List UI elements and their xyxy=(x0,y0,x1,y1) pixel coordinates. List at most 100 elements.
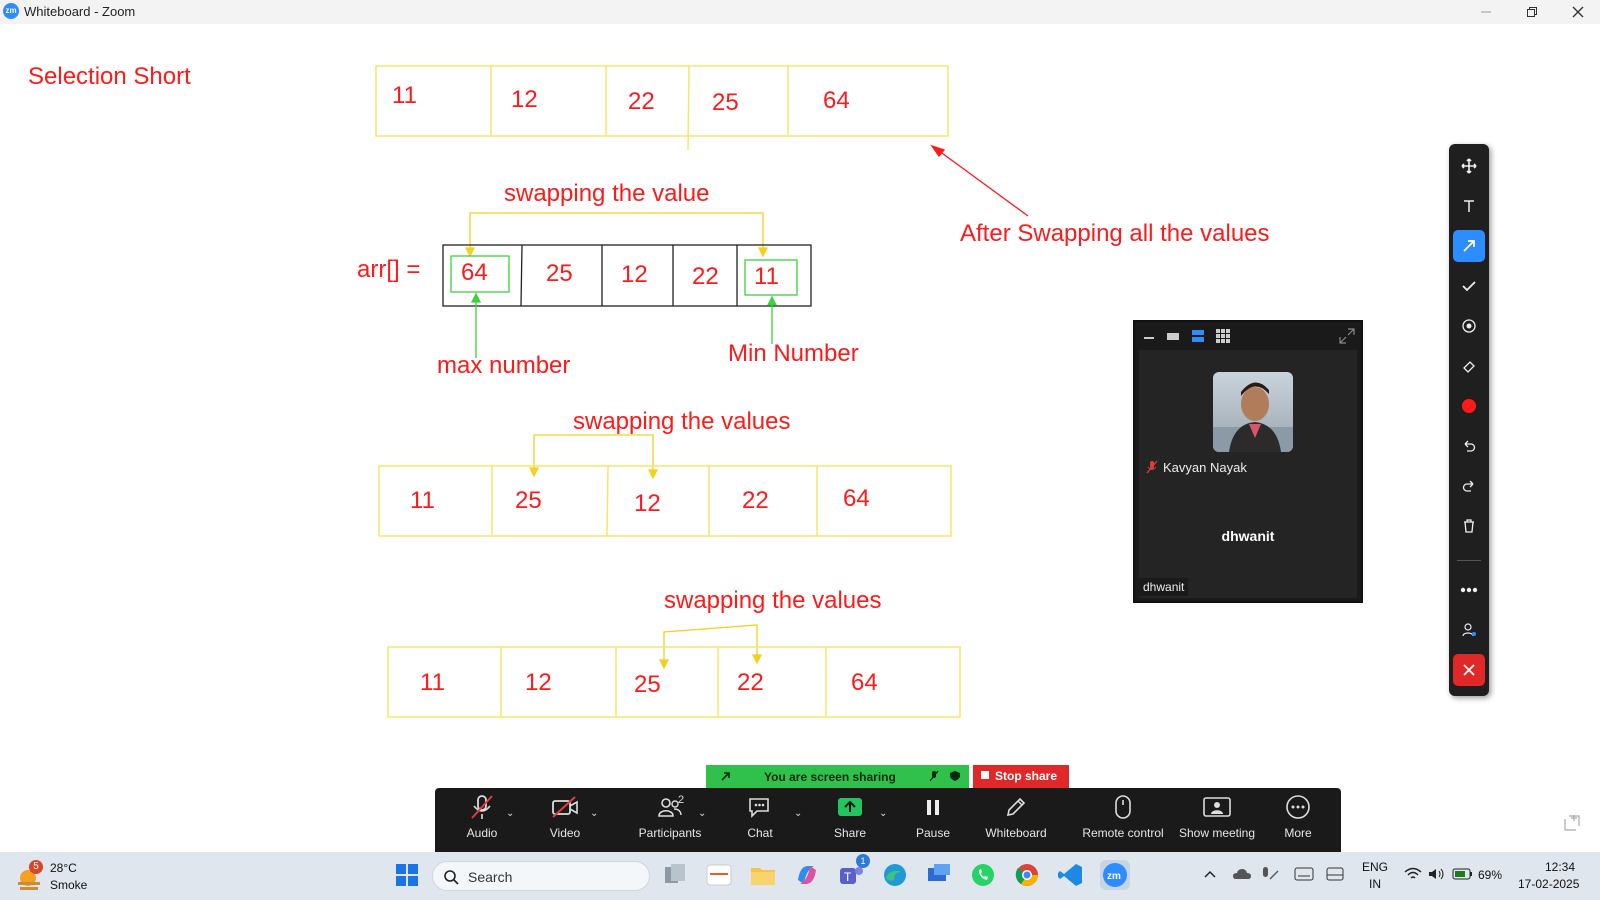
mic-muted-icon[interactable] xyxy=(928,770,940,782)
search-icon xyxy=(444,870,459,885)
arr-cell: 64 xyxy=(461,259,488,286)
arr-cell: 25 xyxy=(546,260,573,287)
arr-boxes xyxy=(442,244,812,307)
arr-cell: 12 xyxy=(621,261,648,288)
clock-date[interactable]: 17-02-2025 xyxy=(1518,877,1580,891)
participants-count: 2 xyxy=(678,794,685,806)
annotator-name-icon[interactable] xyxy=(1453,614,1485,646)
share-label: Share xyxy=(833,826,867,840)
battery-charging-icon[interactable] xyxy=(1452,867,1474,881)
minimize-video-icon[interactable] xyxy=(1143,331,1155,341)
whatsapp-icon[interactable] xyxy=(968,860,998,890)
taskbar: 5 28°C Smoke Search T 1 zm ENG IN 69% 12… xyxy=(0,852,1600,900)
remote-control-button[interactable]: Remote control xyxy=(1068,788,1178,852)
redo-icon[interactable] xyxy=(1453,470,1485,502)
language-top[interactable]: ENG xyxy=(1362,860,1389,874)
video-label: Video xyxy=(549,826,581,840)
more-options-icon[interactable] xyxy=(1453,574,1485,606)
arr-cell: 11 xyxy=(754,263,779,290)
svg-text:T: T xyxy=(844,870,852,884)
row3-cell: 11 xyxy=(420,669,445,696)
mic-in-use-icon[interactable] xyxy=(1260,865,1280,885)
swap-bracket-2 xyxy=(528,434,659,480)
sharing-text: You are screen sharing xyxy=(764,770,896,784)
toolbar-divider xyxy=(1457,560,1481,561)
eraser-icon[interactable] xyxy=(1453,350,1485,382)
onedrive-icon[interactable] xyxy=(1232,866,1252,882)
chrome-icon[interactable] xyxy=(1012,860,1042,890)
security-shield-icon[interactable] xyxy=(949,770,961,782)
max-number-label: max number xyxy=(437,352,571,379)
speaker-view-icon[interactable] xyxy=(1166,331,1180,341)
wifi-icon[interactable] xyxy=(1404,867,1422,881)
show-hidden-icons-chevron-icon[interactable] xyxy=(1204,869,1216,879)
language-bottom[interactable]: IN xyxy=(1369,877,1381,891)
share-options-chevron-icon[interactable]: ⌄ xyxy=(879,808,888,819)
standard-view-icon[interactable] xyxy=(1191,329,1205,343)
row2-cell: 11 xyxy=(410,487,435,514)
whiteboard-label: Whiteboard xyxy=(985,826,1047,840)
new-window-icon[interactable] xyxy=(1563,814,1581,832)
copilot-icon[interactable] xyxy=(792,860,822,890)
expand-icon[interactable] xyxy=(1339,328,1355,344)
keyboard-icon[interactable] xyxy=(1294,867,1314,881)
swap-label-3: swapping the values xyxy=(664,587,882,614)
spotlight-icon[interactable] xyxy=(1453,310,1485,342)
close-icon[interactable] xyxy=(1555,0,1600,24)
gallery-view-icon[interactable] xyxy=(1216,329,1230,343)
arr-cell: 22 xyxy=(692,263,719,290)
chat-button[interactable]: Chat xyxy=(735,788,785,852)
file-explorer-icon[interactable] xyxy=(748,860,778,890)
video-button[interactable]: Video xyxy=(540,788,590,852)
show-meeting-button[interactable]: Show meeting xyxy=(1167,788,1267,852)
participants-button[interactable]: Participants xyxy=(625,788,715,852)
zoom-taskbar-icon[interactable]: zm xyxy=(1100,860,1130,890)
taskbar-search[interactable]: Search xyxy=(432,861,650,891)
vscode-icon[interactable] xyxy=(1056,860,1086,890)
task-view-icon[interactable] xyxy=(660,860,690,890)
stamp-check-icon[interactable] xyxy=(1453,270,1485,302)
row3-cell: 64 xyxy=(851,669,878,696)
restore-icon[interactable] xyxy=(1509,0,1555,24)
minimize-icon[interactable] xyxy=(1463,0,1509,24)
audio-label: Audio xyxy=(466,826,498,840)
weather-widget[interactable]: 5 xyxy=(14,860,46,892)
close-annotation-icon[interactable] xyxy=(1453,654,1485,686)
display-icon[interactable] xyxy=(1326,867,1344,881)
clock-time[interactable]: 12:34 xyxy=(1545,860,1576,874)
row2-cell: 12 xyxy=(634,490,661,517)
chat-options-chevron-icon[interactable]: ⌄ xyxy=(794,808,803,819)
audio-button[interactable]: Audio xyxy=(457,788,507,852)
share-button[interactable]: Share xyxy=(825,788,875,852)
self-label: dhwanit xyxy=(1139,578,1189,596)
text-tool-icon[interactable] xyxy=(1453,190,1485,222)
top-row-cell: 25 xyxy=(712,89,739,116)
trash-icon[interactable] xyxy=(1453,510,1485,542)
undo-icon[interactable] xyxy=(1453,430,1485,462)
teams-icon[interactable]: T 1 xyxy=(836,854,870,890)
swap-label-2: swapping the values xyxy=(573,408,791,435)
arrow-tool-icon[interactable] xyxy=(1453,230,1485,262)
volume-icon[interactable] xyxy=(1428,867,1446,881)
whiteboard-button[interactable]: Whiteboard xyxy=(981,788,1051,852)
participants-options-chevron-icon[interactable]: ⌄ xyxy=(698,808,707,819)
show-meeting-label: Show meeting xyxy=(1178,826,1256,840)
pause-share-button[interactable]: Pause xyxy=(908,788,958,852)
video-panel[interactable]: Kavyan Nayak dhwanit dhwanit xyxy=(1133,320,1363,603)
start-windows-icon[interactable] xyxy=(392,860,422,890)
edge-icon[interactable] xyxy=(880,860,910,890)
mouse-icon xyxy=(1115,795,1131,819)
audio-options-chevron-icon[interactable]: ⌄ xyxy=(506,808,515,819)
video-options-chevron-icon[interactable]: ⌄ xyxy=(590,808,599,819)
widgets-icon[interactable] xyxy=(704,860,734,890)
pencil-icon xyxy=(1006,797,1026,817)
row3-cell: 12 xyxy=(525,669,552,696)
remote-desktop-icon[interactable] xyxy=(924,860,954,890)
color-picker-icon[interactable] xyxy=(1453,390,1485,422)
muted-mic-icon xyxy=(1146,460,1158,474)
stop-share-button[interactable]: Stop share xyxy=(973,765,1069,788)
move-icon[interactable] xyxy=(1453,150,1485,182)
more-button[interactable]: More xyxy=(1273,788,1323,852)
participant-avatar xyxy=(1213,372,1293,452)
